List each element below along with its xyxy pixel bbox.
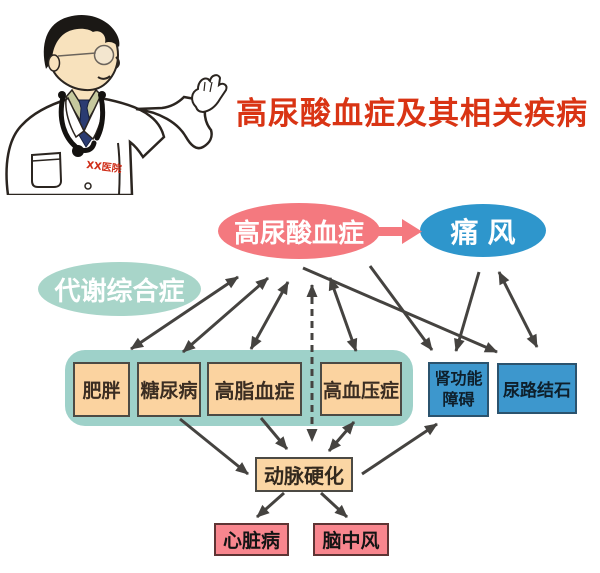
coat-pocket bbox=[31, 151, 63, 188]
edge-arteriosclerosis-renal bbox=[361, 422, 438, 476]
stethoscope-earpiece-left bbox=[58, 91, 66, 99]
coat-button bbox=[84, 182, 92, 190]
hyperuricemia-to-gout-arrow bbox=[378, 219, 422, 244]
coat-front-seam bbox=[117, 142, 121, 195]
edge-hypertension-arteriosclerosis bbox=[327, 421, 356, 452]
stethoscope-chestpiece bbox=[72, 145, 84, 157]
doctor-hair bbox=[43, 14, 120, 69]
node-heart-disease: 心脏病 bbox=[214, 523, 289, 556]
node-hyperuricemia: 高尿酸血症 bbox=[218, 203, 380, 259]
doctor-cartoon: XX医院 bbox=[5, 14, 228, 195]
node-hyperlipidemia: 高脂血症 bbox=[207, 362, 302, 416]
edge-hyperuricemia-stones bbox=[302, 266, 498, 354]
node-arteriosclerosis: 动脉硬化 bbox=[255, 457, 353, 492]
page-title: 高尿酸血症及其相关疾病 bbox=[236, 96, 588, 132]
node-gout: 痛风 bbox=[420, 204, 546, 257]
node-hypertension: 高血压症 bbox=[320, 362, 402, 416]
doctor-hand bbox=[191, 74, 228, 114]
coat-lapel-left bbox=[65, 96, 85, 139]
edge-hyperuricemia-hypertension bbox=[328, 277, 358, 352]
edge-hyperuricemia-hyperlipidemia bbox=[249, 281, 290, 350]
hand-finger-lines bbox=[203, 81, 213, 93]
edge-arteriosclerosis-heart bbox=[256, 491, 285, 519]
edge-gout-stones bbox=[497, 271, 539, 348]
node-stroke: 脑中风 bbox=[313, 523, 389, 556]
doctor-smile bbox=[97, 75, 111, 80]
doctor-ear bbox=[47, 54, 61, 72]
stethoscope-earpiece-right bbox=[98, 91, 106, 99]
doctor-arm bbox=[135, 95, 213, 150]
node-diabetes: 糖尿病 bbox=[137, 362, 201, 417]
edge-diabetes-arteriosclerosis bbox=[179, 417, 249, 476]
edge-gout-renal bbox=[454, 271, 481, 352]
node-urinary-stones: 尿路结石 bbox=[497, 363, 577, 414]
edge-arteriosclerosis-stroke bbox=[319, 491, 349, 519]
edge-hyperuricemia-renal bbox=[368, 265, 434, 351]
coat-pocket-flap-line bbox=[31, 158, 62, 162]
node-metabolic-syndrome: 代谢综合症 bbox=[38, 262, 201, 316]
doctor-nose bbox=[115, 56, 120, 69]
node-renal-dysfunction: 肾功能障碍 bbox=[428, 362, 489, 417]
hospital-badge-text: XX医院 bbox=[86, 158, 123, 175]
glasses-temple bbox=[57, 52, 97, 57]
glasses-lens-icon bbox=[93, 44, 115, 66]
node-obesity: 肥胖 bbox=[73, 362, 130, 417]
